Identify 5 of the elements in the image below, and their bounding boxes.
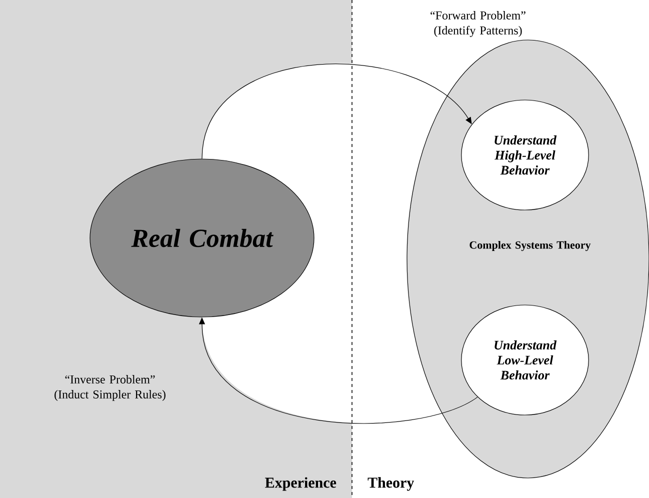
region-label: Experience xyxy=(265,477,336,491)
arrow xyxy=(202,64,472,159)
edge-label: “Inverse Problem” (Induct Simpler Rules) xyxy=(54,375,166,401)
region-label: Theory xyxy=(368,477,414,491)
edge-label: “Forward Problem” (Identify Patterns) xyxy=(430,11,526,37)
